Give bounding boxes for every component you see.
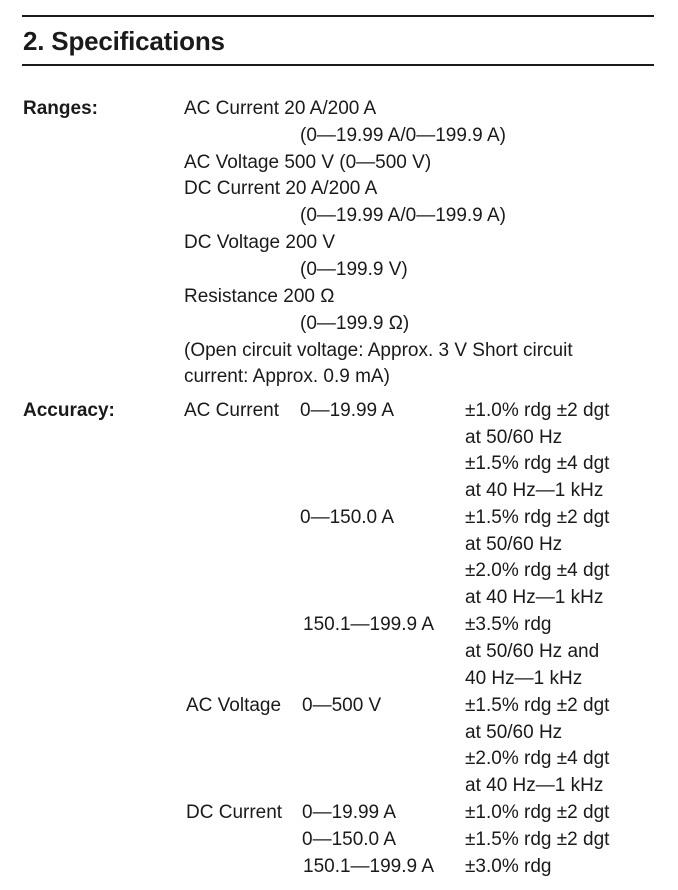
accuracy-value: ±1.5% rdg ±2 dgt (465, 829, 610, 850)
accuracy-value: ±1.0% rdg ±2 dgt (465, 802, 610, 823)
accuracy-value: ±2.0% rdg ±4 dgt (465, 748, 610, 769)
range-line: (0—19.99 A/0—199.9 A) (300, 205, 506, 226)
accuracy-value: ±2.0% rdg ±4 dgt (465, 560, 610, 581)
range-line: (0—199.9 Ω) (300, 313, 410, 334)
range-line: DC Current 20 A/200 A (184, 178, 378, 199)
range-line: DC Voltage 200 V (184, 232, 336, 253)
accuracy-value: at 50/60 Hz (465, 534, 563, 555)
accuracy-value: 40 Hz—1 kHz (465, 668, 583, 689)
accuracy-value: ±3.0% rdg (465, 856, 552, 877)
accuracy-range: 0—19.99 A (302, 802, 397, 823)
accuracy-value: at 40 Hz—1 kHz (465, 480, 604, 501)
accuracy-label-ac-current: AC Current (184, 400, 280, 421)
accuracy-value: ±1.5% rdg ±2 dgt (465, 507, 610, 528)
accuracy-heading: Accuracy: (23, 400, 115, 421)
ranges-heading: Ranges: (23, 98, 98, 119)
accuracy-label-ac-voltage: AC Voltage (186, 695, 282, 716)
top-rule (22, 15, 654, 17)
section-title: 2. Specifications (23, 26, 225, 56)
accuracy-value: ±1.5% rdg ±2 dgt (465, 695, 610, 716)
range-note: (Open circuit voltage: Approx. 3 V Short… (184, 340, 573, 361)
title-underline (22, 64, 654, 66)
accuracy-value: at 40 Hz—1 kHz (465, 775, 604, 796)
accuracy-range: 0—150.0 A (300, 507, 395, 528)
accuracy-value: ±3.5% rdg (465, 614, 552, 635)
accuracy-value: at 50/60 Hz (465, 722, 563, 743)
accuracy-value: at 50/60 Hz (465, 427, 563, 448)
accuracy-label-dc-current: DC Current (186, 802, 283, 823)
accuracy-value: ±1.0% rdg ±2 dgt (465, 400, 610, 421)
range-line: AC Current 20 A/200 A (184, 98, 377, 119)
accuracy-value: at 50/60 Hz and (465, 641, 600, 662)
range-line: Resistance 200 Ω (184, 286, 335, 307)
accuracy-value: ±1.5% rdg ±4 dgt (465, 453, 610, 474)
range-line: AC Voltage 500 V (0—500 V) (184, 152, 432, 173)
accuracy-range: 150.1—199.9 A (303, 856, 434, 877)
accuracy-range: 150.1—199.9 A (303, 614, 434, 635)
accuracy-range: 0—150.0 A (302, 829, 397, 850)
range-line: (0—19.99 A/0—199.9 A) (300, 125, 506, 146)
accuracy-value: at 40 Hz—1 kHz (465, 587, 604, 608)
accuracy-range: 0—500 V (302, 695, 382, 716)
range-note: current: Approx. 0.9 mA) (184, 366, 390, 387)
accuracy-range: 0—19.99 A (300, 400, 395, 421)
range-line: (0—199.9 V) (300, 259, 408, 280)
